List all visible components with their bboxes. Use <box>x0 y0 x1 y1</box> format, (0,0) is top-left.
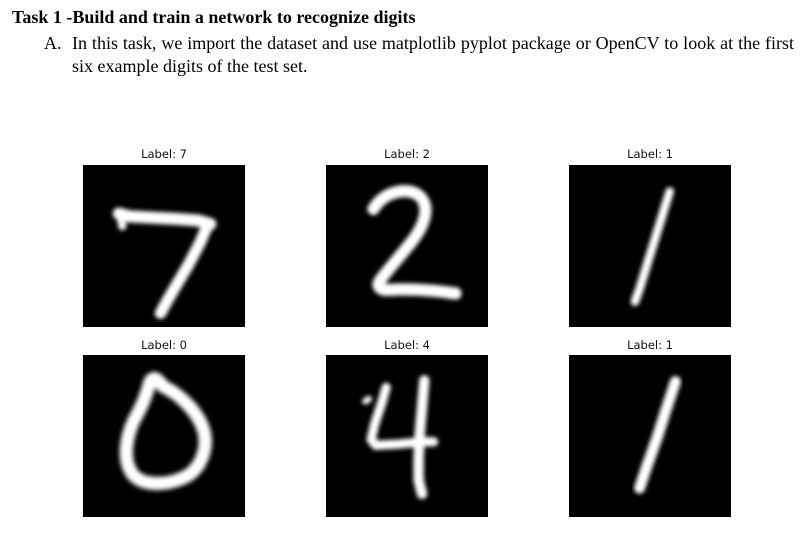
panel-title: Label: 1 <box>627 338 673 352</box>
panel-title: Label: 2 <box>384 147 430 161</box>
item-text: In this task, we import the dataset and … <box>72 33 794 76</box>
digit-image <box>569 355 731 517</box>
task-item-a: A. In this task, we import the dataset a… <box>44 32 794 78</box>
digit-4-image <box>326 355 488 517</box>
panel-title: Label: 0 <box>141 338 187 352</box>
digit-1-image <box>569 355 731 517</box>
digit-image <box>326 165 488 327</box>
digit-0-image <box>83 355 245 517</box>
digit-image <box>326 355 488 517</box>
digit-2-image <box>326 165 488 327</box>
digit-image <box>569 165 731 327</box>
digit-7-image <box>83 165 245 327</box>
digit-image <box>83 355 245 517</box>
item-letter: A. <box>44 33 62 53</box>
digit-image <box>83 165 245 327</box>
panel-title: Label: 7 <box>141 147 187 161</box>
panel-title: Label: 1 <box>627 147 673 161</box>
digit-1-image <box>569 165 731 327</box>
task-heading: Task 1 -Build and train a network to rec… <box>12 7 416 27</box>
panel-title: Label: 4 <box>384 338 430 352</box>
